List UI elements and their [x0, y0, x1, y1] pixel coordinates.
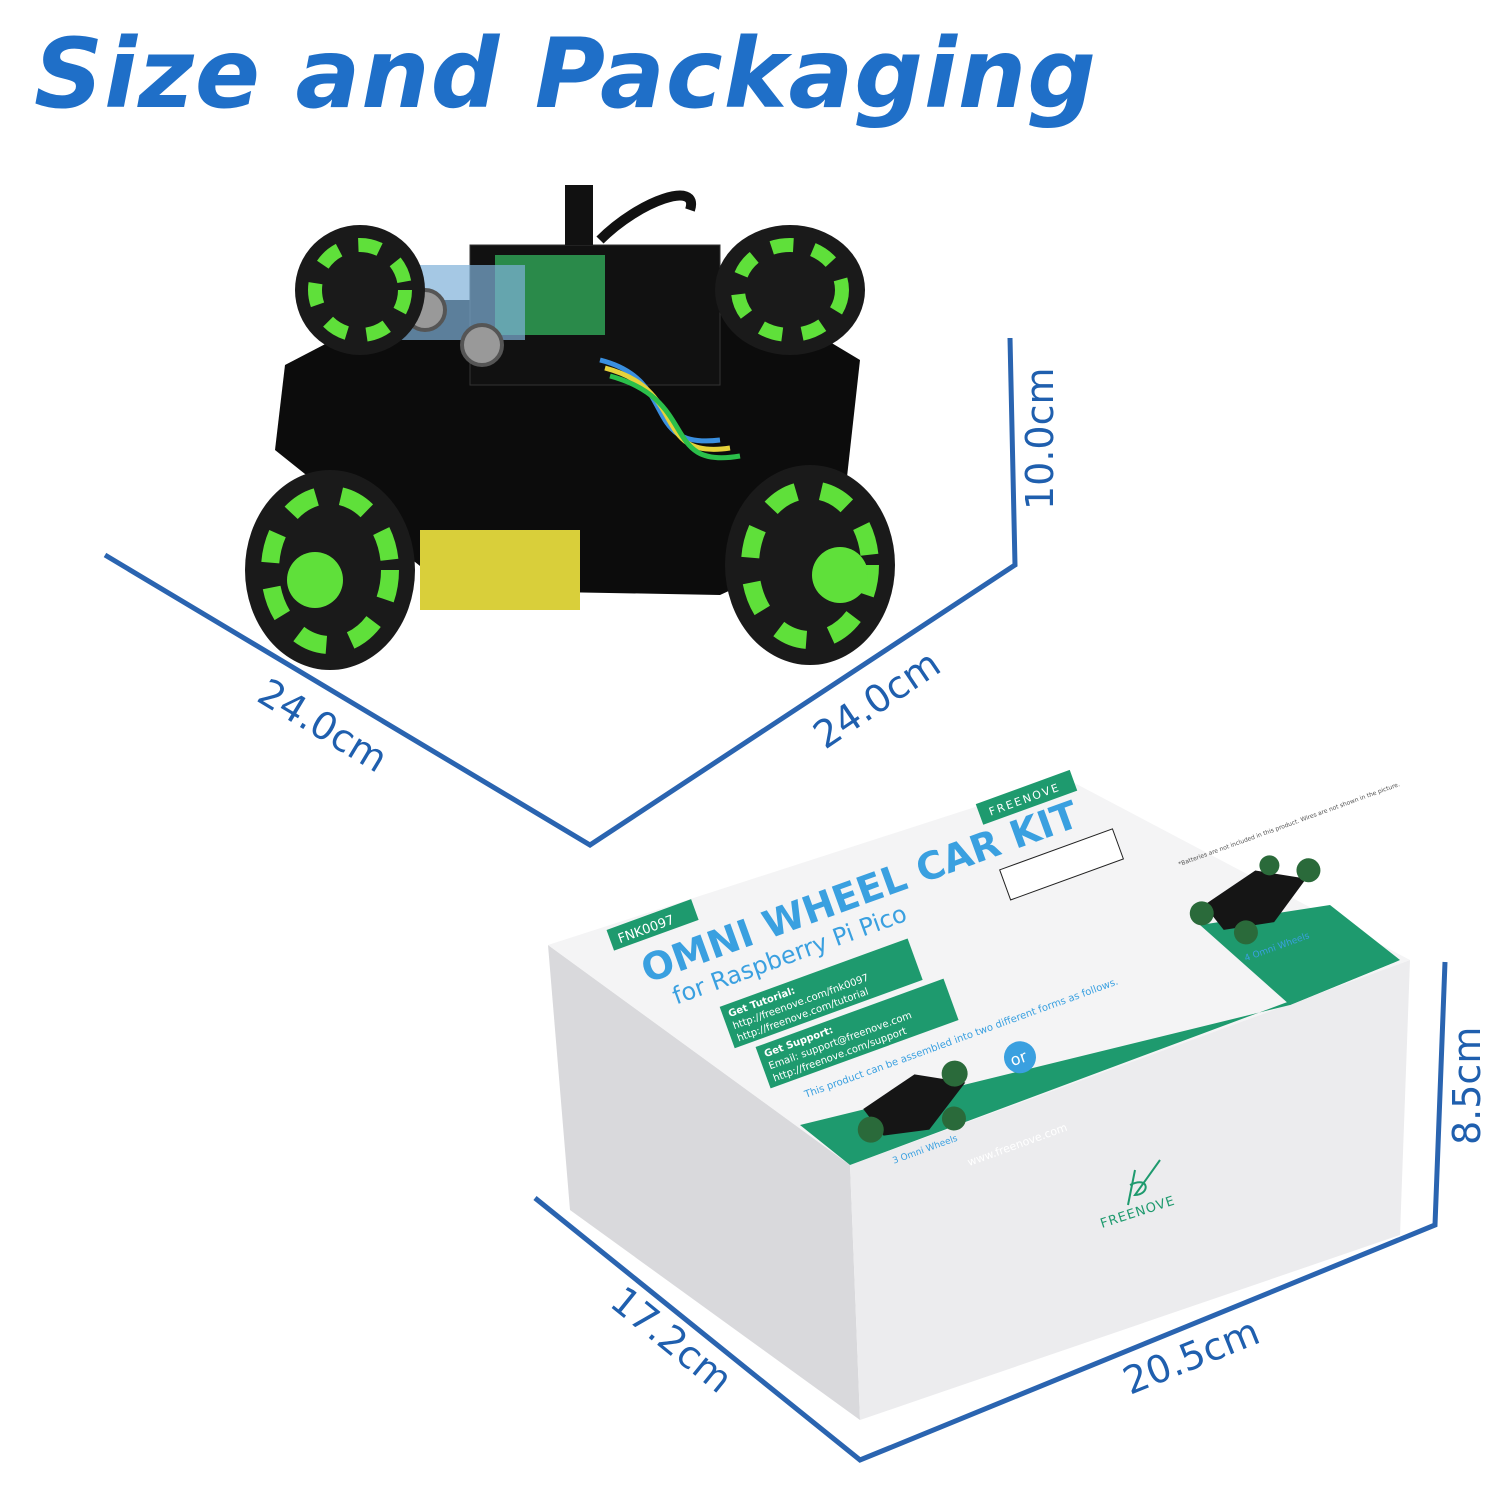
battery-note: *Batteries are not included in this prod…: [1178, 781, 1401, 868]
barcode-label: [999, 828, 1125, 901]
or-badge: [1003, 1041, 1036, 1074]
omni-wheel-car: [245, 185, 895, 670]
box-car-image-3-wheels: [857, 1060, 968, 1143]
wheel-front-right: [725, 465, 895, 665]
antenna: [565, 185, 593, 245]
wheel-rear-right: [715, 225, 865, 355]
box-dimension-lines: [533, 961, 1448, 1463]
wheel-front-left: [245, 470, 415, 670]
model-badge: [606, 899, 699, 951]
box-height-label: 8.5cm: [1445, 1027, 1489, 1145]
freenove-logo-icon: [1127, 1159, 1161, 1206]
wires: [599, 357, 721, 444]
ultrasonic-right: [460, 323, 504, 367]
or-label: or: [1008, 1046, 1030, 1070]
support-panel: [755, 978, 959, 1089]
box-green-logo-tab: [975, 769, 1078, 825]
packaging-box: FREENOVE FNK0097 OMNI WHEEL CAR KIT for …: [548, 769, 1410, 1420]
wires: [609, 373, 741, 461]
wires: [604, 365, 731, 452]
box-car-image-4-wheels: [1189, 855, 1321, 945]
motor: [420, 530, 580, 610]
car-height-label: 10.0cm: [1018, 367, 1062, 510]
car-dimension-lines: [103, 337, 1018, 848]
page-title: Size and Packaging: [34, 18, 1097, 130]
box-left-face: [548, 945, 860, 1420]
wheel-rear-left: [295, 225, 425, 355]
tutorial-panel: [719, 938, 923, 1049]
power-cable: [596, 190, 697, 244]
